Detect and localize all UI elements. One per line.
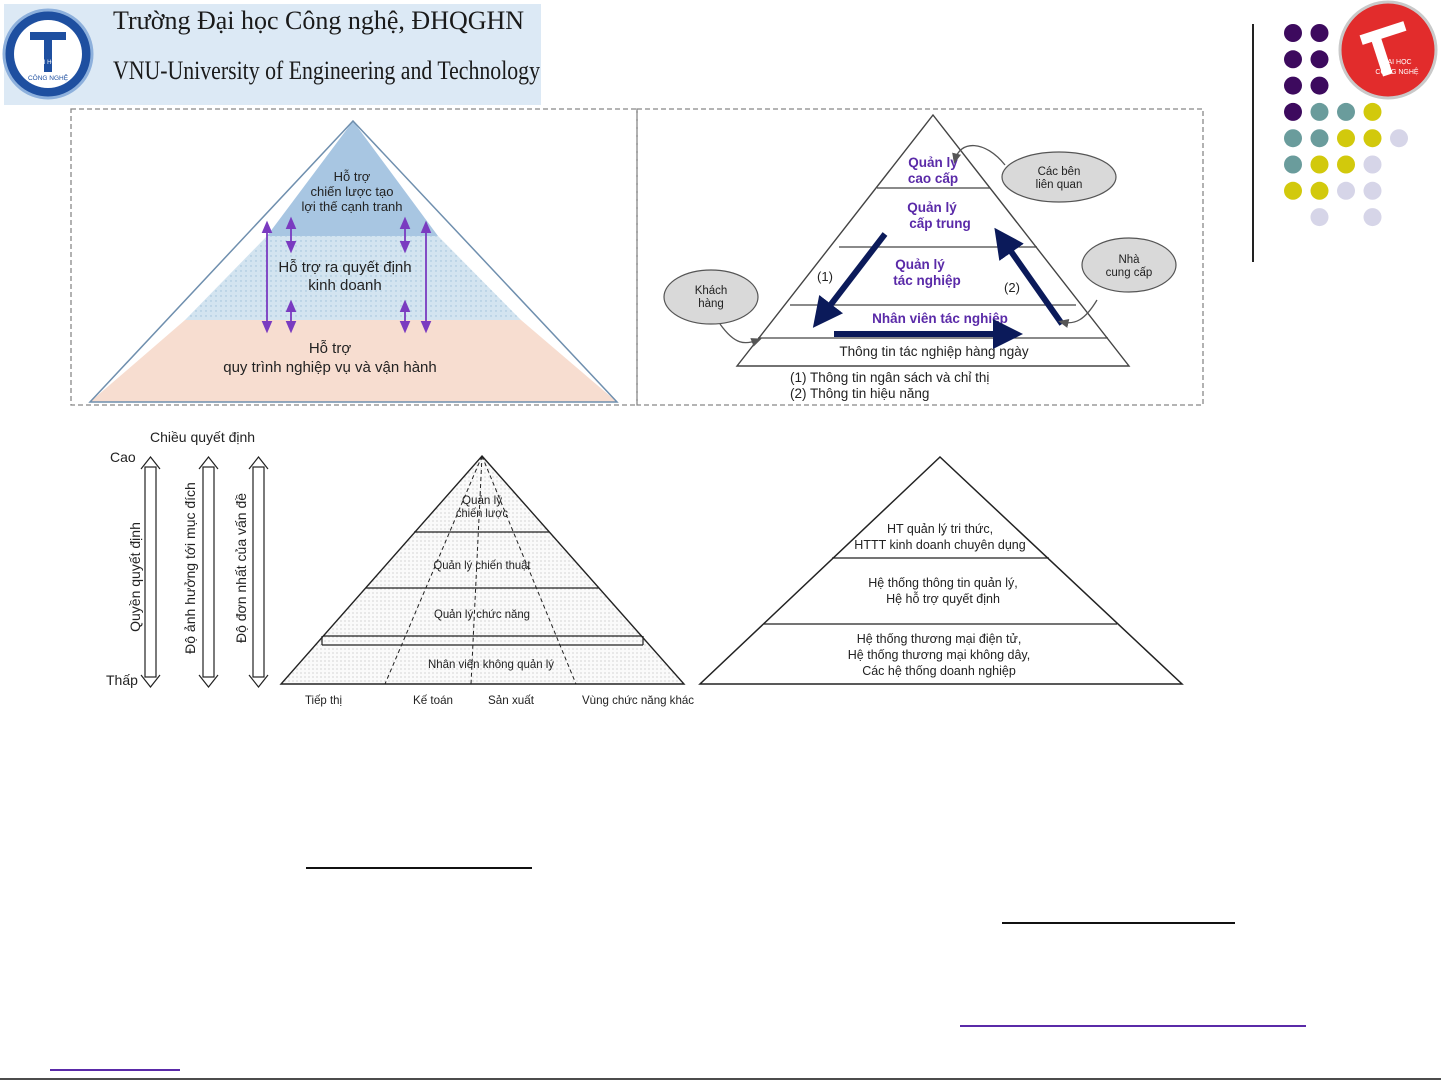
decor-dot (1363, 208, 1382, 227)
decor-dot (1390, 129, 1408, 148)
diagram-information-systems: HT quản lý tri thức, HTTT kinh doanh chu… (698, 455, 1184, 685)
decor-dot (1310, 208, 1329, 227)
d3-axis1-label: Quyền quyết định (127, 522, 143, 632)
red-logo-text-2: CÔNG NGHỆ (1375, 67, 1419, 76)
d2-customer-bubble: Khách hàng (663, 269, 759, 325)
decor-dot (1310, 76, 1329, 95)
decor-dot (1310, 102, 1329, 121)
d4-middle-line-2: Hệ hỗ trợ quyết định (886, 591, 1000, 606)
d2-level1-line-2: cao cấp (908, 171, 958, 186)
d2-level3-line-1: Quản lý (895, 257, 945, 272)
logo-text-1: ĐẠI HỌC (35, 60, 61, 66)
d2-level4-label: Nhân viên tác nghiệp (872, 311, 1008, 326)
d4-top-line-1: HT quản lý tri thức, (887, 522, 993, 536)
decor-dot (1363, 129, 1382, 148)
decor-dot (1310, 24, 1329, 42)
red-logo-icon: ĐẠI HỌC CÔNG NGHỆ (1338, 0, 1438, 100)
d2-arrow2-label: (2) (1004, 280, 1020, 295)
d2-customer-line-2: hàng (698, 298, 724, 310)
decor-dot (1337, 155, 1355, 174)
decor-dot (1337, 102, 1355, 121)
decor-dot (1363, 155, 1382, 174)
decor-dot (1284, 181, 1302, 200)
d4-bottom-line-3: Các hệ thống doanh nghiệp (862, 664, 1016, 678)
decor-dot (1284, 102, 1302, 121)
d2-level1-line-1: Quản lý (908, 155, 958, 170)
d3-level1-line-1: Quản lý (462, 493, 502, 507)
d1-top-line-3: lợi thế cạnh tranh (301, 199, 402, 214)
decor-dot (1310, 50, 1329, 69)
d3-level4-label: Nhân viên không quản lý (428, 657, 554, 671)
d2-stakeholders-bubble: Các bên liên quan (1001, 151, 1117, 203)
header-banner: ĐẠI HỌC CÔNG NGHỆ Trường Đại học Công ng… (2, 4, 541, 105)
d3-function-marketing: Tiếp thị (305, 693, 342, 707)
logo-text-2: CÔNG NGHỆ (28, 73, 69, 82)
d2-arrow1-label: (1) (817, 269, 833, 284)
decor-dot (1284, 24, 1302, 42)
decor-dot (1337, 129, 1355, 148)
link-underlines (0, 867, 1441, 1080)
d2-base-label: Thông tin tác nghiệp hàng ngày (839, 344, 1028, 359)
d2-customer-line-1: Khách (695, 285, 728, 297)
decor-dot (1284, 129, 1302, 148)
decorative-dot-grid: ĐẠI HỌC CÔNG NGHỆ (1252, 0, 1438, 262)
header-title-vn: Trường Đại học Công nghệ, ĐHQGHN (113, 6, 524, 35)
d3-axis3-label: Độ đơn nhất của vấn đề (233, 493, 249, 643)
diagram-decision-dimension: Chiều quyết định Cao Thấp Quyền quyết đị… (106, 429, 694, 707)
d2-note-2: (2) Thông tin hiệu năng (790, 386, 929, 401)
d3-high-label: Cao (110, 449, 136, 465)
d2-supplier-line-1: Nhà (1118, 254, 1140, 266)
header-title-en: VNU-University of Engineering and Techno… (113, 56, 540, 85)
d4-bottom-line-2: Hệ thống thương mại không dây, (848, 648, 1030, 662)
d3-level2-label: Quản lý chiến thuật (434, 558, 532, 572)
d3-function-production: Sản xuất (488, 693, 535, 707)
d1-middle-line-1: Hỗ trợ ra quyết định (278, 259, 411, 276)
d2-level2-line-2: cấp trung (909, 216, 971, 231)
decor-dot (1363, 102, 1382, 121)
d2-level2-line-1: Quản lý (907, 200, 957, 215)
d3-axis-title: Chiều quyết định (150, 429, 255, 445)
decor-dot (1284, 76, 1302, 95)
d1-bottom-line-2: quy trình nghiệp vụ và vận hành (223, 359, 437, 376)
decor-dot (1310, 129, 1329, 148)
d3-level1-line-2: chiến lược (456, 506, 508, 520)
d3-function-other: Vùng chức năng khác (582, 693, 694, 707)
decor-dot (1337, 181, 1355, 200)
d2-stakeholders-line-1: Các bên (1038, 166, 1081, 178)
red-logo-text-1: ĐẠI HỌC (1382, 59, 1411, 66)
d4-middle-line-1: Hệ thống thông tin quản lý, (868, 576, 1017, 590)
d4-top-line-2: HTTT kinh doanh chuyên dụng (854, 538, 1025, 552)
d1-top-line-1: Hỗ trợ (334, 169, 371, 184)
decor-dot (1284, 155, 1302, 174)
d1-bottom-line-1: Hỗ trợ (309, 340, 352, 357)
d1-middle-line-2: kinh doanh (308, 277, 381, 294)
d2-note-1: (1) Thông tin ngân sách và chỉ thị (790, 370, 989, 385)
d2-stakeholders-line-2: liên quan (1036, 179, 1083, 191)
diagram-management-levels: Quản lý cao cấp Quản lý cấp trung Quản l… (636, 108, 1204, 406)
decor-dot (1363, 181, 1382, 200)
d1-top-line-2: chiến lược tạo (311, 184, 394, 199)
d2-supplier-line-2: cung cấp (1106, 267, 1153, 279)
decor-dot (1310, 155, 1329, 174)
d3-low-label: Thấp (106, 672, 138, 688)
d4-bottom-line-1: Hệ thống thương mại điện tử, (857, 632, 1022, 646)
diagram-support-pyramid: Hỗ trợ chiến lược tạo lợi thế cạnh tranh… (70, 108, 638, 406)
d3-function-accounting: Kế toán (413, 693, 453, 707)
d3-axis2-label: Độ ảnh hưởng tới mục đích (182, 482, 198, 654)
d2-level3-line-2: tác nghiệp (893, 273, 961, 288)
decor-dot (1284, 50, 1302, 69)
decor-dot (1310, 181, 1329, 200)
d2-supplier-bubble: Nhà cung cấp (1081, 237, 1177, 293)
university-logo: ĐẠI HỌC CÔNG NGHỆ (2, 8, 94, 100)
d3-level3-label: Quản lý chức năng (434, 607, 530, 621)
